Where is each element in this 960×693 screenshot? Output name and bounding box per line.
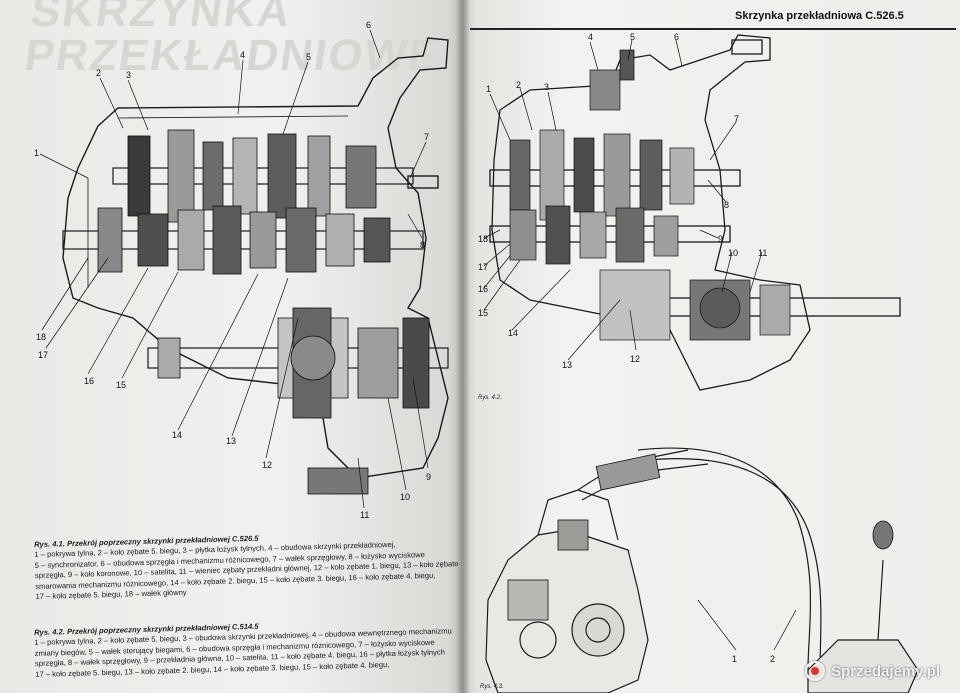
callout-12: 12 bbox=[262, 460, 272, 470]
callout-15: 15 bbox=[478, 308, 488, 318]
caption-figure-4-1: Rys. 4.1. Przekrój poprzeczny skrzynki p… bbox=[34, 528, 459, 602]
callout-2: 2 bbox=[96, 68, 101, 78]
callout-13: 13 bbox=[562, 360, 572, 370]
running-head: Skrzynka przekładniowa C.526.5 bbox=[735, 10, 904, 22]
callout-6: 6 bbox=[674, 32, 679, 42]
callout-13: 13 bbox=[226, 436, 236, 446]
callout-1: 1 bbox=[732, 654, 737, 664]
callout-6: 6 bbox=[366, 20, 371, 30]
callout-12: 12 bbox=[630, 354, 640, 364]
callout-17: 17 bbox=[38, 350, 48, 360]
callout-10: 10 bbox=[728, 248, 738, 258]
watermark-text: Sprzedajemy.pl bbox=[831, 662, 940, 680]
figure-4-3-shift-mechanism: 1 2 bbox=[485, 447, 919, 693]
figure-4-2-label: Rys. 4.2. bbox=[478, 395, 502, 401]
left-page: SKRZYNKA PRZEKŁADNIOWE bbox=[0, 0, 462, 693]
header-rule bbox=[470, 28, 956, 30]
callout-2: 2 bbox=[516, 80, 521, 90]
caption-figure-4-2: Rys. 4.2. Przekrój poprzeczny skrzynki p… bbox=[34, 616, 453, 680]
callout-11: 11 bbox=[758, 248, 767, 258]
watermark-logo-icon bbox=[805, 661, 826, 681]
callout-10: 10 bbox=[400, 492, 410, 502]
callout-16: 16 bbox=[478, 284, 488, 294]
figure-4-3-label: Rys. 4.3. bbox=[480, 684, 504, 690]
callout-5: 5 bbox=[306, 52, 311, 62]
callout-4: 4 bbox=[588, 32, 593, 42]
callout-7: 7 bbox=[734, 114, 739, 124]
callout-11: 11 bbox=[360, 510, 369, 520]
callout-14: 14 bbox=[508, 328, 518, 338]
callout-18: 18 bbox=[478, 234, 488, 244]
callout-8: 8 bbox=[724, 200, 729, 210]
figure-4-2-cross-section: 1 2 3 4 5 6 7 8 9 10 11 12 13 14 15 16 1… bbox=[478, 32, 901, 391]
book-gutter bbox=[456, 0, 470, 693]
callout-1: 1 bbox=[34, 148, 39, 158]
callout-18: 18 bbox=[36, 332, 46, 342]
callout-4: 4 bbox=[240, 50, 245, 60]
callout-17: 17 bbox=[478, 262, 488, 272]
callout-9: 9 bbox=[718, 234, 723, 244]
callout-9: 9 bbox=[426, 472, 431, 482]
callout-15: 15 bbox=[116, 380, 126, 390]
watermark: Sprzedajemy.pl bbox=[805, 661, 940, 681]
callout-16: 16 bbox=[84, 376, 94, 386]
callout-1: 1 bbox=[486, 84, 491, 94]
figure-4-1-cross-section: 1 2 3 4 5 6 7 8 9 10 11 12 13 14 15 16 1… bbox=[34, 20, 449, 520]
callout-3: 3 bbox=[126, 70, 131, 80]
callout-7: 7 bbox=[424, 132, 429, 142]
callout-3: 3 bbox=[544, 82, 549, 92]
callout-14: 14 bbox=[172, 430, 182, 440]
callout-8: 8 bbox=[420, 240, 425, 250]
callout-2: 2 bbox=[770, 654, 775, 664]
callout-5: 5 bbox=[630, 32, 635, 42]
